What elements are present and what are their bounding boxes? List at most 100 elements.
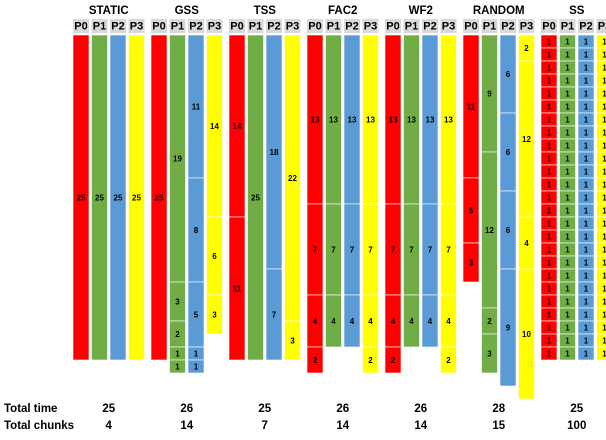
- chunk-label: 1: [194, 363, 199, 372]
- chunk-label: 1: [547, 64, 552, 73]
- chunk-label: 13: [426, 116, 435, 125]
- chunk-label: 1: [565, 337, 570, 346]
- column-header-p0: P0: [386, 21, 399, 33]
- chunk-label: 1: [565, 324, 570, 333]
- total-chunks-value: 7: [262, 420, 268, 432]
- chunk-label: 7: [409, 246, 414, 255]
- chunk-label: 1: [547, 259, 552, 268]
- column-header-bg: [151, 19, 167, 33]
- chunk-label: 25: [77, 194, 86, 203]
- chunk-label: 5: [469, 207, 474, 216]
- column-header-p1: P1: [561, 21, 574, 33]
- chunk-label: 1: [565, 155, 570, 164]
- column-header-p3: P3: [364, 21, 377, 33]
- chunk-bar: [325, 294, 342, 348]
- chunk-label: 1: [547, 246, 552, 255]
- chunk-label: 12: [485, 226, 494, 235]
- chunk-label: 3: [212, 311, 217, 320]
- column-header-bg: [110, 19, 126, 33]
- column-header-p1: P1: [483, 21, 496, 33]
- column-header-bg: [541, 19, 557, 33]
- column-header-bg: [422, 19, 438, 33]
- chunk-label: 7: [446, 246, 451, 255]
- column-header-bg: [518, 19, 535, 33]
- chunk-label: 1: [194, 350, 199, 359]
- chunk-label: 7: [313, 246, 318, 255]
- chunk-label: 1: [584, 155, 589, 164]
- chunk-label: 1: [602, 129, 606, 138]
- chunk-label: 1: [602, 155, 606, 164]
- chunk-label: 1: [602, 233, 606, 242]
- total-chunks-value: 100: [567, 420, 586, 432]
- chunk-label: 1: [584, 324, 589, 333]
- chunk-label: 1: [584, 51, 589, 60]
- chunk-label: 1: [547, 233, 552, 242]
- chunk-bar: [384, 346, 402, 374]
- chunk-bar: [72, 34, 90, 361]
- chunk-label: 1: [565, 350, 570, 359]
- chunk-label: 1: [547, 220, 552, 229]
- chunk-bar: [150, 34, 168, 361]
- chunk-label: 1: [565, 207, 570, 216]
- chunk-label: 3: [290, 337, 295, 346]
- chunk-label: 1: [565, 51, 570, 60]
- chunk-bar: [540, 346, 558, 361]
- chunk-label: 25: [132, 194, 141, 203]
- chunk-label: 1: [547, 155, 552, 164]
- column-header-p1: P1: [93, 21, 106, 33]
- chunk-label: 1: [602, 38, 606, 47]
- chunk-label: 4: [391, 317, 396, 326]
- chunk-label: 25: [95, 194, 104, 203]
- chunk-label: 10: [522, 330, 531, 339]
- chunk-label: 1: [175, 363, 180, 372]
- chunk-label: 1: [602, 142, 606, 151]
- chunk-label: 1: [602, 337, 606, 346]
- column-header-bg: [206, 19, 223, 33]
- chunk-label: 1: [565, 272, 570, 281]
- chunk-label: 1: [565, 38, 570, 47]
- chunk-label: 1: [602, 90, 606, 99]
- chunk-label: 13: [348, 116, 357, 125]
- chunk-label: 1: [602, 207, 606, 216]
- chunk-label: 1: [584, 337, 589, 346]
- chunk-label: 1: [602, 298, 606, 307]
- chunk-label: 1: [584, 64, 589, 73]
- column-header-p3: P3: [130, 21, 143, 33]
- chunk-label: 1: [547, 324, 552, 333]
- column-header-p2: P2: [501, 21, 514, 33]
- chart-title: GSS: [175, 5, 200, 17]
- column-header-bg: [559, 19, 576, 33]
- total-chunks-value: 14: [414, 420, 427, 432]
- chunk-label: 1: [565, 285, 570, 294]
- chunk-bar: [284, 320, 301, 361]
- chunk-label: 1: [565, 194, 570, 203]
- chunk-bar: [306, 346, 324, 374]
- chunk-label: 4: [446, 317, 451, 326]
- chunk-label: 7: [331, 246, 336, 255]
- chunk-label: 6: [506, 148, 511, 157]
- total-chunks-value: 15: [492, 420, 505, 432]
- total-time-value: 26: [414, 403, 427, 415]
- chart-title: RANDOM: [473, 5, 525, 17]
- chunk-bar: [577, 346, 595, 361]
- chunk-bar: [440, 346, 457, 374]
- column-header-bg: [578, 19, 594, 33]
- chunk-label: 2: [487, 317, 492, 326]
- column-header-bg: [128, 19, 145, 33]
- chunk-label: 19: [173, 155, 182, 164]
- chunk-label: 1: [565, 220, 570, 229]
- chunk-label: 9: [487, 90, 492, 99]
- chunk-label: 1: [565, 259, 570, 268]
- chunk-label: 1: [547, 272, 552, 281]
- chunk-label: 1: [565, 168, 570, 177]
- total-time-value: 25: [258, 403, 271, 415]
- chart-title: SS: [569, 5, 585, 17]
- chunk-label: 1: [602, 116, 606, 125]
- chunk-label: 1: [584, 298, 589, 307]
- column-header-p0: P0: [464, 21, 477, 33]
- chunk-label: 1: [584, 350, 589, 359]
- chunk-label: 1: [547, 207, 552, 216]
- column-header-bg: [266, 19, 282, 33]
